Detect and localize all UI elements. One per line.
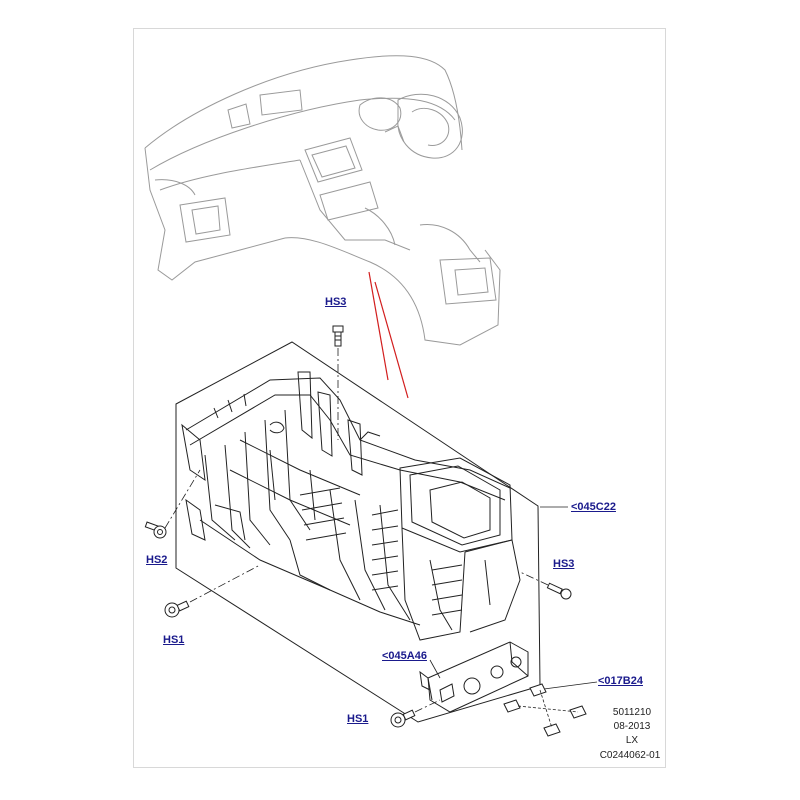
drawing-model: LX: [625, 735, 639, 746]
assembly-boundary: [175, 341, 541, 723]
clips-leader: [517, 681, 598, 729]
screw-hs1-left-axis: [189, 564, 261, 603]
screw-hs1-bottom-axis: [414, 699, 441, 713]
callout-leaders: [429, 506, 568, 679]
screw-hs3-right: [546, 582, 572, 600]
screw-hs2: [144, 521, 167, 539]
drawing-code: C0244062-01: [599, 750, 661, 761]
callout-hs3-top: HS3: [325, 296, 347, 308]
console-carrier: [181, 371, 521, 641]
screw-hs1-bottom: [390, 709, 416, 728]
callout-part-045a46: <045A46: [382, 650, 427, 662]
screw-hs1-left: [164, 600, 190, 618]
drawing-number: 5011210: [612, 707, 652, 718]
screw-hs3-top: [332, 325, 344, 347]
clips-017b24: [503, 683, 587, 737]
screw-hs2-axis: [164, 469, 201, 529]
callout-part-045c22: <045C22: [571, 501, 616, 513]
screw-hs3-right-axis: [519, 571, 549, 586]
callout-hs1-left: HS1: [163, 634, 185, 646]
callout-hs2: HS2: [146, 554, 168, 566]
callout-hs3-right: HS3: [553, 558, 575, 570]
location-leader-lines: [368, 271, 409, 399]
diagram-frame: [133, 28, 666, 768]
callout-hs1-bottom: HS1: [347, 713, 369, 725]
dashboard-context-outline: [144, 55, 501, 346]
callout-part-017b24: <017B24: [598, 675, 643, 687]
bracket-045a46: [419, 641, 529, 713]
drawing-date: 08-2013: [613, 721, 651, 732]
